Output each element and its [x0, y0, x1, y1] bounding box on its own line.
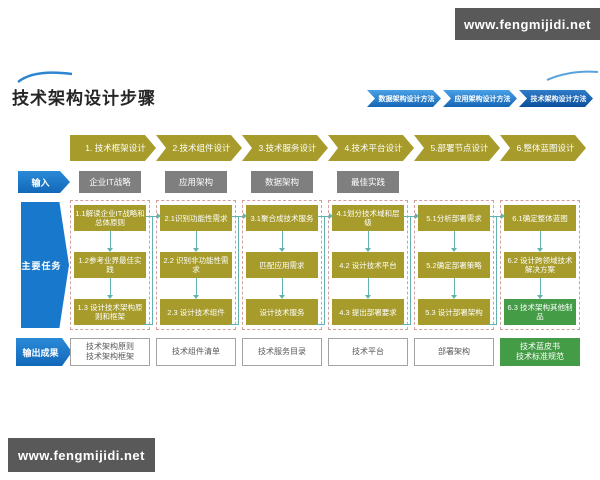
task-box: 5.3 设计部署架构 [418, 299, 490, 325]
tab-application-architecture-method[interactable]: 应用架构设计方法 [443, 90, 517, 107]
output-line: 技术组件清单 [172, 347, 220, 356]
input-box-it-strategy: 企业IT战略 [79, 171, 141, 193]
task-box: 5.1分析部署需求 [418, 205, 490, 231]
main-tasks-row-label: 主要任务 [21, 202, 69, 328]
tab-technology-architecture-method[interactable]: 技术架构设计方法 [519, 90, 593, 107]
down-arrow-icon [450, 231, 459, 252]
task-box: 2.2 识别非功能性需求 [160, 252, 232, 278]
output-box-blueprint-standards: 技术蓝皮书 技术标准规范 [500, 338, 580, 366]
down-arrow-icon [278, 278, 287, 299]
input-box-best-practice: 最佳实践 [337, 171, 399, 193]
task-box: 4.1划分技术域和层级 [332, 205, 404, 231]
task-box: 设计技术服务 [246, 299, 318, 325]
down-arrow-icon [364, 231, 373, 252]
output-box-service-catalog: 技术服务目录 [242, 338, 322, 366]
step-6-overall-blueprint-design: 6.整体蓝图设计 [500, 135, 586, 161]
task-column-3: 3.1聚合成技术服务 匹配应用需求 设计技术服务 [242, 200, 322, 330]
output-line: 技术标准规范 [516, 352, 564, 361]
watermark-bottom: www.fengmijidi.net [8, 438, 155, 472]
task-box-highlight: 6.3 技术架构其他制品 [504, 299, 576, 325]
method-tabs: 数据架构设计方法 应用架构设计方法 技术架构设计方法 [367, 90, 593, 107]
input-row-label: 输入 [18, 171, 70, 193]
task-column-6: 6.1确定整体蓝图 6.2 设计跨领域技术解决方案 6.3 技术架构其他制品 [500, 200, 580, 330]
task-box: 4.3 提出部署要求 [332, 299, 404, 325]
output-box-component-list: 技术组件清单 [156, 338, 236, 366]
watermark-top: www.fengmijidi.net [455, 8, 600, 40]
output-line: 技术服务目录 [258, 347, 306, 356]
output-line: 技术架构原则 [86, 342, 134, 351]
output-box-architecture-principles: 技术架构原则 技术架构框架 [70, 338, 150, 366]
task-box: 1.2参考业界最佳实践 [74, 252, 146, 278]
step-3-technical-service-design: 3.技术服务设计 [242, 135, 328, 161]
input-box-application-architecture: 应用架构 [165, 171, 227, 193]
task-box: 1.3 设计技术架构原则和框架 [74, 299, 146, 325]
task-column-2: 2.1识别功能性需求 2.2 识别非功能性需求 2.3 设计技术组件 [156, 200, 236, 330]
task-box: 6.2 设计跨领域技术解决方案 [504, 252, 576, 278]
task-column-1: 1.1解读企业IT战略和总体原则 1.2参考业界最佳实践 1.3 设计技术架构原… [70, 200, 150, 330]
task-box: 2.1识别功能性需求 [160, 205, 232, 231]
output-box-deployment-architecture: 部署架构 [414, 338, 494, 366]
tabs-swoosh-decoration [546, 70, 599, 81]
title-swoosh-decoration [17, 71, 73, 84]
output-line: 技术蓝皮书 [520, 342, 560, 351]
output-line: 技术平台 [352, 347, 384, 356]
task-column-5: 5.1分析部署需求 5.2确定部署策略 5.3 设计部署架构 [414, 200, 494, 330]
down-arrow-icon [450, 278, 459, 299]
task-column-4: 4.1划分技术域和层级 4.2 设计技术平台 4.3 提出部署要求 [328, 200, 408, 330]
task-box: 3.1聚合成技术服务 [246, 205, 318, 231]
step-4-technical-platform-design: 4.技术平台设计 [328, 135, 414, 161]
output-row-label: 输出成果 [16, 338, 72, 366]
step-5-deployment-node-design: 5.部署节点设计 [414, 135, 500, 161]
down-arrow-icon [106, 278, 115, 299]
task-box: 2.3 设计技术组件 [160, 299, 232, 325]
down-arrow-icon [536, 278, 545, 299]
output-box-technical-platform: 技术平台 [328, 338, 408, 366]
task-box: 6.1确定整体蓝图 [504, 205, 576, 231]
output-line: 部署架构 [438, 347, 470, 356]
step-2-technical-component-design: 2.技术组件设计 [156, 135, 242, 161]
down-arrow-icon [536, 231, 545, 252]
step-arrow-row: 1. 技术框架设计 2.技术组件设计 3.技术服务设计 4.技术平台设计 5.部… [70, 135, 590, 161]
down-arrow-icon [364, 278, 373, 299]
tab-data-architecture-method[interactable]: 数据架构设计方法 [367, 90, 441, 107]
task-box: 1.1解读企业IT战略和总体原则 [74, 205, 146, 231]
input-box-data-architecture: 数据架构 [251, 171, 313, 193]
down-arrow-icon [278, 231, 287, 252]
down-arrow-icon [192, 278, 201, 299]
down-arrow-icon [106, 231, 115, 252]
task-box: 匹配应用需求 [246, 252, 318, 278]
down-arrow-icon [192, 231, 201, 252]
output-line: 技术架构框架 [86, 352, 134, 361]
step-1-technical-framework-design: 1. 技术框架设计 [70, 135, 156, 161]
page-title: 技术架构设计步骤 [12, 89, 156, 108]
task-box: 4.2 设计技术平台 [332, 252, 404, 278]
task-box: 5.2确定部署策略 [418, 252, 490, 278]
